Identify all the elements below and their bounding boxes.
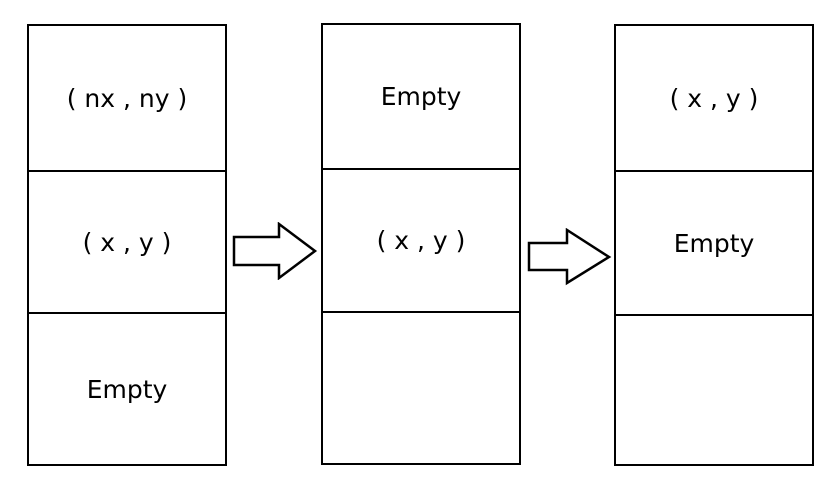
stack-stage-3: ( x , y ) Empty	[614, 24, 814, 466]
stage-2-cell-3	[323, 311, 519, 463]
stage-1-cell-2-label: ( x , y )	[82, 227, 172, 257]
stack-stage-1: ( nx , ny ) ( x , y ) Empty	[27, 24, 227, 466]
stage-1-cell-1-label: ( nx , ny )	[66, 83, 188, 113]
stage-3-cell-1-label: ( x , y )	[669, 83, 759, 113]
stage-2-cell-2: ( x , y )	[323, 168, 519, 311]
stage-2-cell-2-label: ( x , y )	[376, 226, 466, 255]
stage-3-cell-3	[616, 314, 812, 464]
stage-3-cell-2-label: Empty	[673, 228, 755, 258]
stage-1-cell-2: ( x , y )	[29, 170, 225, 312]
stage-1-cell-1: ( nx , ny )	[29, 26, 225, 170]
stage-3-cell-1: ( x , y )	[616, 26, 812, 170]
right-arrow-icon	[527, 228, 612, 286]
stack-stage-2: Empty ( x , y )	[321, 23, 521, 465]
stage-2-cell-1: Empty	[323, 25, 519, 168]
stage-1-cell-3-label: Empty	[86, 374, 168, 404]
stage-2-cell-1-label: Empty	[380, 82, 462, 111]
stage-3-cell-2: Empty	[616, 170, 812, 314]
right-arrow-icon	[232, 222, 318, 280]
stage-1-cell-3: Empty	[29, 312, 225, 464]
